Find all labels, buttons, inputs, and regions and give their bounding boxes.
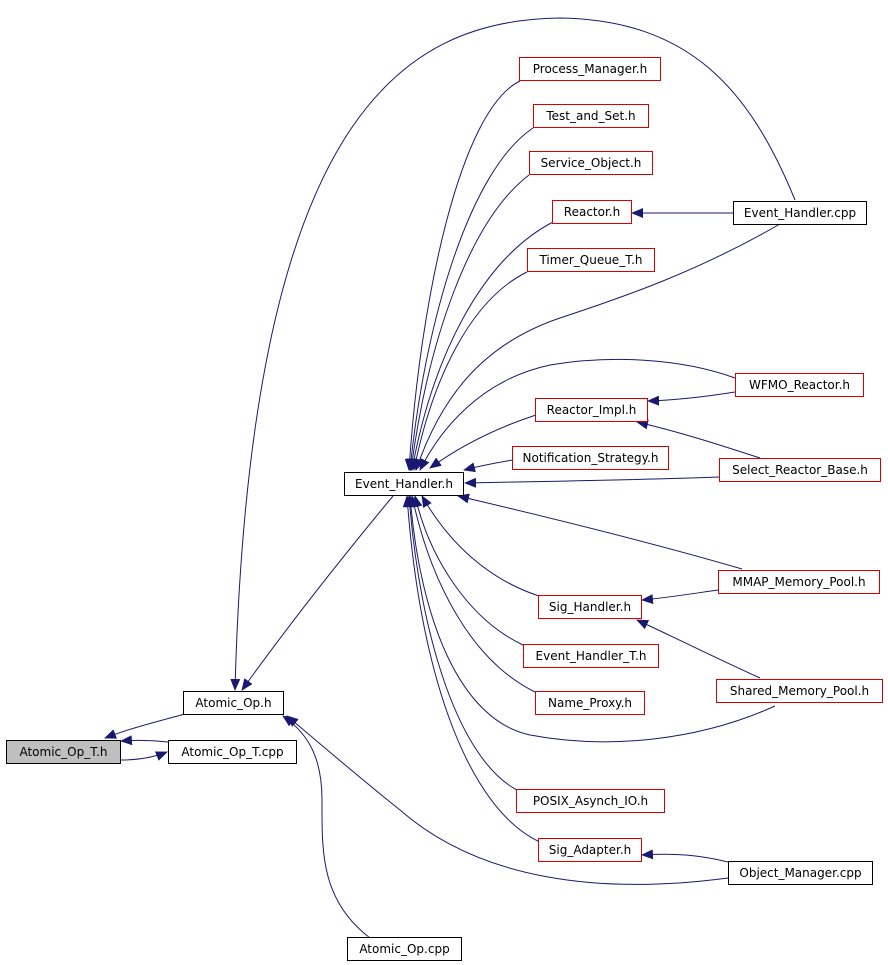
edge-name-proxy-h-to-event-handler-h [409,495,536,693]
node-select-reactor-base-h[interactable]: Select_Reactor_Base.h [719,458,881,482]
edge-select-reactor-base-h-to-event-handler-h [464,476,721,488]
edge-event-handler-t-h-to-event-handler-h [412,495,524,646]
node-reactor-impl-h[interactable]: Reactor_Impl.h [535,398,648,422]
edge-service-object-h-to-event-handler-h [407,174,530,471]
edge-reactor-h-to-event-handler-h [409,221,554,471]
edge-atomic-op-t-h-to-atomic-op-t-cpp [120,751,168,761]
edge-wfmo-reactor-h-to-event-handler-h [419,358,736,471]
node-wfmo-reactor-h[interactable]: WFMO_Reactor.h [735,373,864,397]
node-test-and-set-h[interactable]: Test_and_Set.h [533,104,649,128]
node-atomic-op-t-cpp[interactable]: Atomic_Op_T.cpp [168,740,297,764]
edge-atomic-op-t-cpp-to-atomic-op-t-h [120,735,169,746]
node-sig-adapter-h[interactable]: Sig_Adapter.h [538,838,642,862]
edge-shared-memory-pool-h-to-sig-handler-h [636,619,761,679]
edge-sig-adapter-h-to-event-handler-h [402,495,541,843]
node-event-handler-h[interactable]: Event_Handler.h [344,472,464,496]
node-atomic-op-cpp[interactable]: Atomic_Op.cpp [347,937,462,961]
node-atomic-op-h[interactable]: Atomic_Op.h [183,691,284,715]
node-event-handler-t-h[interactable]: Event_Handler_T.h [523,644,659,668]
edge-posix-asynch-io-h-to-event-handler-h [404,495,518,791]
node-timer-queue-t-h[interactable]: Timer_Queue_T.h [527,248,655,272]
edge-notification-strategy-h-to-event-handler-h [463,459,514,473]
node-object-manager-cpp[interactable]: Object_Manager.cpp [728,861,873,885]
node-process-manager-h[interactable]: Process_Manager.h [519,57,661,81]
node-name-proxy-h[interactable]: Name_Proxy.h [535,691,645,715]
edge-select-reactor-base-h-to-reactor-impl-h [636,419,761,459]
edge-wfmo-reactor-h-to-reactor-impl-h [647,391,736,406]
edge-event-handler-cpp-to-event-handler-h [414,223,781,471]
node-mmap-memory-pool-h[interactable]: MMAP_Memory_Pool.h [718,570,880,594]
edge-object-manager-cpp-to-sig-adapter-h [641,849,729,863]
node-event-handler-cpp[interactable]: Event_Handler.cpp [733,201,867,225]
edge-process-manager-h-to-event-handler-h [404,80,521,471]
node-shared-memory-pool-h[interactable]: Shared_Memory_Pool.h [716,679,883,703]
node-posix-asynch-io-h[interactable]: POSIX_Asynch_IO.h [516,789,665,813]
edge-mmap-memory-pool-h-to-event-handler-h [457,493,743,570]
node-reactor-h[interactable]: Reactor.h [552,200,632,224]
edge-event-handler-h-to-atomic-op-h [241,495,394,691]
node-service-object-h[interactable]: Service_Object.h [529,151,653,175]
edge-timer-queue-t-h-to-event-handler-h [411,271,528,471]
edge-sig-handler-h-to-event-handler-h [421,495,540,597]
edge-reactor-impl-h-to-event-handler-h [429,414,537,469]
edge-test-and-set-h-to-event-handler-h [406,127,534,471]
node-atomic-op-t-h: Atomic_Op_T.h [6,740,121,764]
node-notification-strategy-h[interactable]: Notification_Strategy.h [512,446,669,470]
edge-object-manager-cpp-to-atomic-op-h [286,715,729,885]
edge-atomic-op-h-to-atomic-op-t-h [104,713,186,739]
edge-atomic-op-cpp-to-atomic-op-h [282,715,371,939]
edge-shared-memory-pool-h-to-event-handler-h [405,495,776,743]
edge-mmap-memory-pool-h-to-sig-handler-h [641,589,719,605]
edge-event-handler-cpp-to-atomic-op-h [230,17,796,691]
node-sig-handler-h[interactable]: Sig_Handler.h [538,595,642,619]
